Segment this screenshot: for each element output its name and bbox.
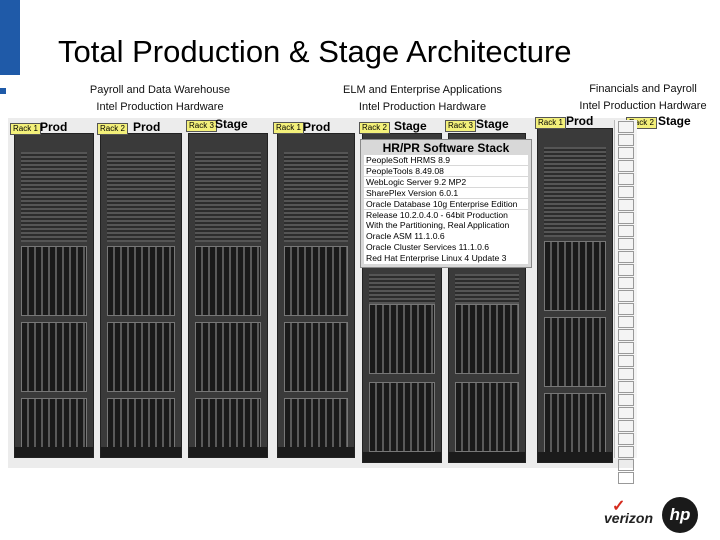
rack-tag: Rack 2 [97, 123, 128, 135]
blade-enclosure [21, 322, 87, 392]
stack-title: HR/PR Software Stack [382, 141, 510, 155]
group-label-financials: Financials and Payroll Intel Production … [568, 81, 718, 115]
group-label-payroll: Payroll and Data Warehouse Intel Product… [70, 82, 250, 116]
rack-vent [195, 152, 261, 242]
rack-role: Prod [133, 120, 161, 134]
rack-base [449, 452, 525, 462]
stack-item: Oracle Cluster Services 11.1.0.6 [364, 242, 528, 253]
stack-item: PeopleSoft HRMS 8.9 [364, 155, 528, 166]
rack-3 [188, 133, 268, 458]
rack-role: Prod [40, 120, 68, 134]
rack-role: Prod [566, 114, 594, 128]
stack-item: PeopleTools 8.49.08 [364, 165, 528, 177]
rack-role: Stage [476, 117, 509, 131]
software-stack-box: HR/PR Software Stack PeopleSoft HRMS 8.9… [360, 139, 532, 268]
accent-bar [0, 0, 20, 75]
rack-base [189, 447, 267, 457]
rack-4 [277, 133, 355, 458]
group-label-elm: ELM and Enterprise Applications Intel Pr… [330, 82, 515, 116]
blade-enclosure [107, 246, 175, 316]
blade-enclosure [544, 393, 606, 462]
blade-enclosure [21, 246, 87, 316]
group-label-line2: Intel Production Hardware [358, 101, 487, 113]
blade-enclosure [544, 241, 606, 311]
rack-vent [544, 147, 606, 237]
blade-enclosure [284, 246, 348, 316]
rack-role: Stage [394, 119, 427, 133]
rack-role: Prod [303, 120, 331, 134]
accent-tick [0, 88, 6, 94]
rack-base [15, 447, 93, 457]
hp-logo: hp [662, 497, 698, 533]
rack-tag: Rack 1 [10, 123, 41, 135]
rack-base [538, 452, 612, 462]
rack-tag: Rack 1 [535, 117, 566, 129]
rack-vent [21, 152, 87, 242]
group-label-line2: Intel Production Hardware [96, 101, 224, 113]
patch-panel [614, 120, 637, 484]
blade-enclosure [455, 304, 519, 374]
rack-role: Stage [658, 114, 691, 128]
verizon-logo: verizon [604, 510, 654, 526]
verizon-check-icon: ✓ [612, 498, 626, 515]
rack-tag: Rack 1 [273, 122, 304, 134]
blade-enclosure [284, 322, 348, 392]
blade-enclosure [455, 382, 519, 452]
rack-tag: Rack 3 [445, 120, 476, 132]
rack-2 [100, 133, 182, 458]
blade-enclosure [195, 322, 261, 392]
rack-vent [107, 152, 175, 242]
blade-enclosure [369, 382, 435, 452]
blade-enclosure [195, 246, 261, 316]
rack-tag: Rack 3 [186, 120, 217, 132]
stack-item: SharePlex Version 6.0.1 [364, 187, 528, 199]
rack-base [101, 447, 181, 457]
stack-item: WebLogic Server 9.2 MP2 [364, 176, 528, 188]
slide-title: Total Production & Stage Architecture [58, 34, 572, 69]
stack-item: With the Partitioning, Real Application [364, 220, 528, 231]
stack-item: Oracle Database 10g Enterprise Edition [364, 198, 528, 210]
group-label-line1: Payroll and Data Warehouse [89, 84, 231, 96]
stack-item: Red Hat Enterprise Linux 4 Update 3 [364, 253, 528, 264]
blade-enclosure [544, 317, 606, 387]
blade-enclosure [107, 322, 175, 392]
rack-vent [284, 152, 348, 242]
group-label-line1: ELM and Enterprise Applications [343, 84, 502, 96]
rack-tag: Rack 2 [359, 122, 390, 134]
rack-role: Stage [215, 117, 248, 131]
rack-base [278, 447, 354, 457]
rack-base [363, 452, 441, 462]
rack-7 [537, 128, 613, 463]
stack-list: PeopleSoft HRMS 8.9 PeopleTools 8.49.08 … [361, 155, 531, 264]
group-label-line2: Intel Production Hardware [579, 100, 707, 112]
stack-item: Release 10.2.0.4.0 - 64bit Production [364, 209, 528, 220]
stack-item: Oracle ASM 11.1.0.6 [364, 231, 528, 242]
group-label-line1: Financials and Payroll [589, 83, 697, 95]
blade-enclosure [369, 304, 435, 374]
rack-1 [14, 133, 94, 458]
